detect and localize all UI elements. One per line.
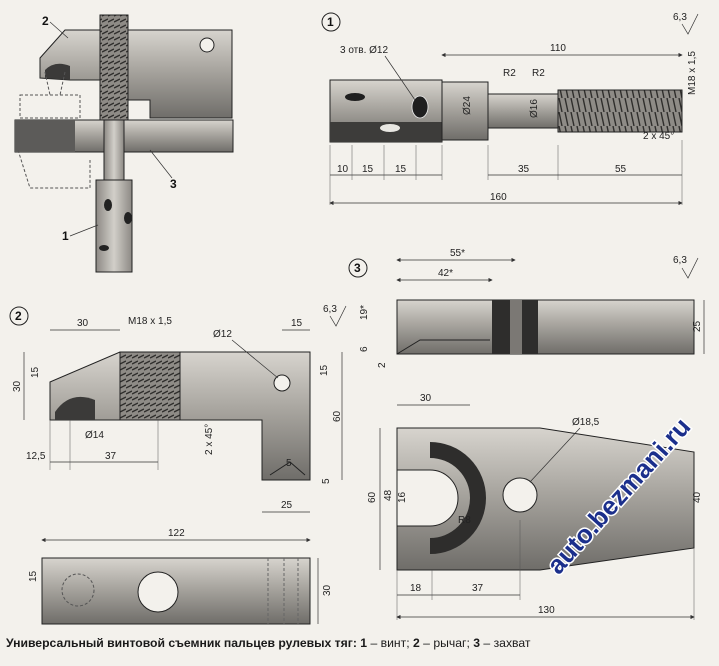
caption-num-3: 3: [473, 636, 481, 650]
screw-dim-55: 55: [615, 164, 627, 175]
lever-dim-30side: 30: [322, 584, 333, 596]
grip-dim-55: 55*: [450, 248, 465, 259]
grip-dim-42: 42*: [438, 268, 453, 279]
screw-roughness: 6,3: [673, 12, 687, 23]
lever-view-number: 2: [15, 309, 22, 323]
screw-dim-r2b: R2: [532, 68, 545, 79]
lever-dim-15top: 15: [291, 318, 303, 329]
caption-text-2: рычаг;: [433, 636, 470, 650]
lever-dim-5b: 5: [321, 478, 332, 484]
grip-dim-r8: R8: [458, 515, 471, 526]
screw-dim-chamfer: 2 x 45°: [643, 131, 674, 142]
grip-dim-37: 37: [472, 583, 484, 594]
lever-dim-d14: Ø14: [85, 430, 104, 441]
grip-dim-18: 18: [410, 583, 422, 594]
screw-dim-d16: Ø16: [529, 99, 540, 118]
lever-roughness: 6,3: [323, 304, 337, 315]
callout-1: 1: [62, 229, 69, 243]
grip-dim-d18-5: Ø18,5: [572, 417, 600, 428]
lever-view: 2 6,3 30 M18 x 1,5 15 Ø12 30 15 15 60 Ø1…: [9, 304, 347, 625]
screw-view-number: 1: [327, 15, 334, 29]
grip-dim-30: 30: [420, 393, 432, 404]
screw-dim-35: 35: [518, 164, 530, 175]
caption-title: Универсальный винтовой съемник пальцев р…: [6, 636, 357, 650]
lever-dim-37: 37: [105, 451, 117, 462]
caption-text-1: винт;: [380, 636, 410, 650]
caption-text-3: захват: [493, 636, 531, 650]
lever-dim-25: 25: [281, 500, 293, 511]
grip-dim-48: 48: [383, 489, 394, 501]
callout-3: 3: [170, 177, 177, 191]
grip-dim-40: 40: [692, 491, 703, 503]
screw-dim-r2a: R2: [503, 68, 516, 79]
grip-view: 3 6,3 55* 42* 19* 6 2 25 30 Ø18,5 60 48 …: [348, 248, 705, 620]
lever-dim-5a: 5: [286, 458, 292, 469]
grip-dim-16: 16: [397, 491, 408, 503]
lever-dim-d12: Ø12: [213, 329, 232, 340]
screw-dim-110: 110: [550, 43, 566, 54]
screw-view: 1 6,3 110 3 отв. Ø12 R2 R2 M18 x 1,5 Ø24…: [321, 12, 699, 206]
figure-caption: Универсальный винтовой съемник пальцев р…: [6, 636, 531, 650]
lever-dim-30left: 30: [12, 380, 23, 392]
screw-dim-160: 160: [490, 192, 507, 203]
assembly-view: 2 3 1: [14, 14, 234, 273]
grip-roughness: 6,3: [673, 255, 687, 266]
grip-dim-19: 19*: [359, 305, 370, 320]
screw-dim-10: 10: [337, 164, 349, 175]
lever-dim-12-5: 12,5: [26, 451, 46, 462]
lever-dim-thread: M18 x 1,5: [128, 316, 172, 327]
screw-dim-thread: M18 x 1,5: [687, 51, 698, 95]
lever-dim-60: 60: [332, 410, 343, 422]
grip-view-number: 3: [354, 261, 361, 275]
caption-num-2: 2: [413, 636, 420, 650]
lever-dim-30top: 30: [77, 318, 89, 329]
grip-dim-130: 130: [538, 605, 555, 616]
grip-dim-2: 2: [377, 362, 388, 368]
lever-dim-15right: 15: [319, 364, 330, 376]
grip-dim-6: 6: [359, 346, 370, 352]
grip-dim-25: 25: [692, 320, 703, 332]
screw-dim-15b: 15: [395, 164, 407, 175]
lever-dim-15side: 15: [28, 570, 39, 582]
lever-dim-chamfer: 2 x 45°: [204, 424, 215, 455]
grip-dim-60: 60: [367, 491, 378, 503]
callout-2: 2: [42, 14, 49, 28]
screw-dim-15a: 15: [362, 164, 374, 175]
screw-dim-d24: Ø24: [462, 96, 473, 115]
lever-dim-122: 122: [168, 528, 185, 539]
screw-dim-holes: 3 отв. Ø12: [340, 45, 388, 56]
caption-num-1: 1: [360, 636, 368, 650]
lever-dim-15left: 15: [30, 366, 41, 378]
